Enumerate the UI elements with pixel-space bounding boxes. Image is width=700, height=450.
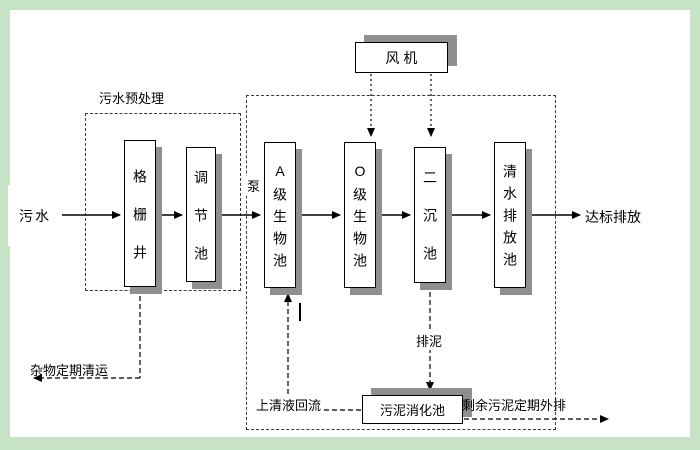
node-clear-water-discharge-tank: 清水排放池 <box>494 142 526 288</box>
excess-sludge-outflow-label: 剩余污泥定期外排 <box>462 398 567 413</box>
node-fan: 风 机 <box>355 42 448 73</box>
node-grid-well-label: 格栅井 <box>132 168 148 283</box>
node-secondary-sedimentation-label: 二沉池 <box>422 170 438 284</box>
node-sewage-inlet-label: 污水 <box>19 207 51 224</box>
node-sludge-digestion-label: 污泥消化池 <box>379 403 445 418</box>
pump-label: 泵 <box>246 176 262 195</box>
node-grid-well: 格栅井 <box>124 140 156 287</box>
standard-discharge-label: 达标排放 <box>585 209 641 225</box>
node-regulating-tank-label: 调节池 <box>193 169 209 284</box>
pretreatment-group-box <box>85 113 241 291</box>
pretreatment-section-label: 污水预处理 <box>99 91 165 106</box>
node-a-bio-tank-label: A级生物池 <box>272 163 288 275</box>
node-secondary-sedimentation-tank: 二沉池 <box>414 147 446 284</box>
node-fan-label: 风 机 <box>385 49 418 66</box>
supernatant-reflux-label: 上清液回流 <box>255 395 323 414</box>
node-a-bio-tank: A级生物池 <box>264 142 296 288</box>
node-clear-water-discharge-label: 清水排放池 <box>502 164 518 274</box>
node-o-bio-tank-label: O级生物池 <box>352 163 368 275</box>
biological-treatment-group-box <box>246 95 556 430</box>
node-o-bio-tank: O级生物池 <box>344 142 376 288</box>
debris-removal-label: 杂物定期清运 <box>30 363 109 378</box>
node-regulating-tank: 调节池 <box>186 147 216 284</box>
node-sludge-digestion-tank: 污泥消化池 <box>362 395 463 424</box>
sludge-discharge-label: 排泥 <box>415 331 444 350</box>
node-sewage-inlet: 污水 <box>8 185 62 246</box>
